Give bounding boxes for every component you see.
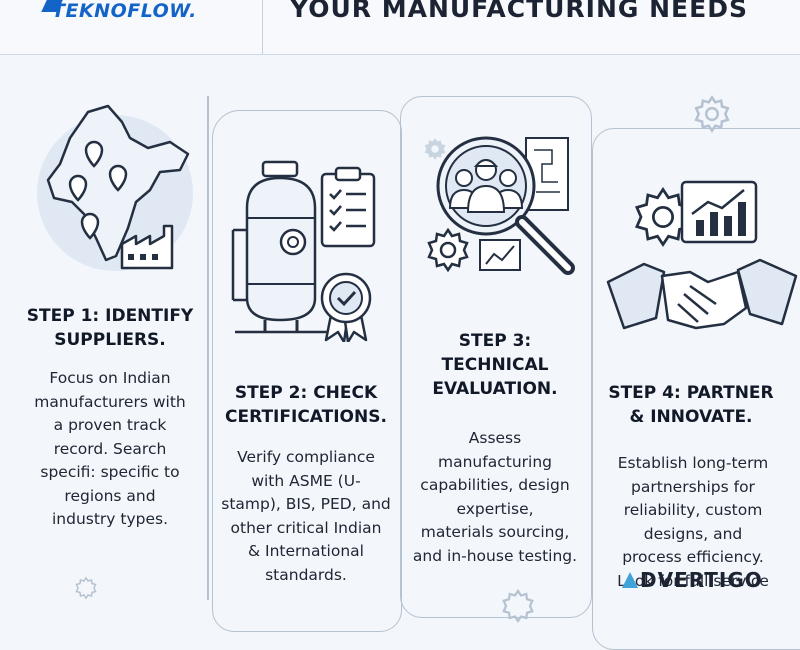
map-icon — [37, 104, 193, 271]
chart-card-icon — [479, 239, 521, 271]
step-1-description: Focus on Indian manufacturers with a pro… — [34, 369, 186, 528]
badge-icon — [320, 272, 372, 342]
header-bar: TEKNOFLOW. YOUR MANUFACTURING NEEDS — [0, 0, 800, 55]
step-1-title: STEP 1: IDENTIFY SUPPLIERS. — [26, 306, 194, 350]
step-4-description: Establish long-term partnerships for rel… — [617, 454, 769, 590]
factory-icon — [120, 224, 174, 270]
gear-icon — [75, 576, 97, 600]
step-3-description: Assess manufacturing capabilities, desig… — [412, 429, 578, 565]
column-divider-1 — [207, 96, 209, 600]
gear-icon — [502, 588, 534, 624]
gear-icon — [694, 95, 730, 133]
chart-icon — [680, 180, 758, 244]
brand-logo: TEKNOFLOW. — [52, 0, 197, 22]
gear-icon — [427, 227, 469, 273]
step-2-title: STEP 2: CHECK CERTIFICATIONS. — [225, 383, 387, 427]
tank-icon — [231, 160, 335, 334]
gear-icon — [424, 138, 446, 160]
header-divider — [262, 0, 263, 54]
watermark-triangle-icon — [622, 572, 638, 588]
magnifier-team-icon — [436, 136, 575, 275]
watermark-text: DVERTIGO — [640, 568, 763, 592]
page-headline: YOUR MANUFACTURING NEEDS — [290, 0, 748, 23]
handshake-icon — [606, 258, 798, 330]
step-4-title: STEP 4: PARTNER & INNOVATE. — [608, 383, 774, 427]
checklist-icon — [320, 166, 376, 248]
step-2-description: Verify compliance with ASME (U- stamp), … — [221, 448, 391, 584]
step-3-title: STEP 3: TECHNICAL EVALUATION. — [432, 331, 558, 399]
gear-icon — [634, 187, 692, 247]
